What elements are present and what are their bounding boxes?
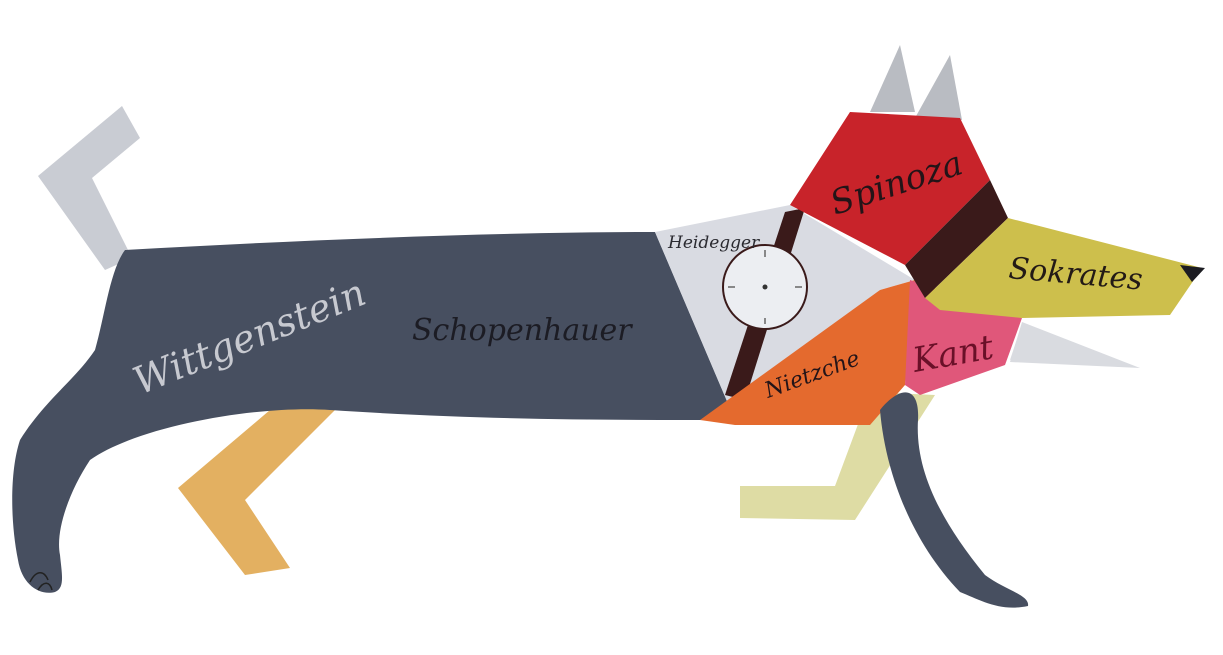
label-schopenhauer: Schopenhauer	[412, 313, 633, 348]
front-leg-front	[880, 392, 1029, 608]
sokrates-snout	[925, 218, 1202, 318]
tail	[38, 106, 140, 270]
ear-right	[915, 55, 962, 120]
jaw-tooth	[1010, 322, 1140, 368]
body-grey	[12, 232, 735, 593]
ear-left	[870, 45, 915, 112]
spinoza-panel	[790, 112, 990, 265]
collar-band	[905, 180, 1008, 298]
nietzche-panel	[700, 280, 915, 425]
collar-tooth	[1010, 330, 1050, 360]
nose	[1180, 265, 1205, 282]
hind-leg-back	[178, 400, 345, 575]
label-heidegger: Heidegger	[667, 233, 760, 253]
